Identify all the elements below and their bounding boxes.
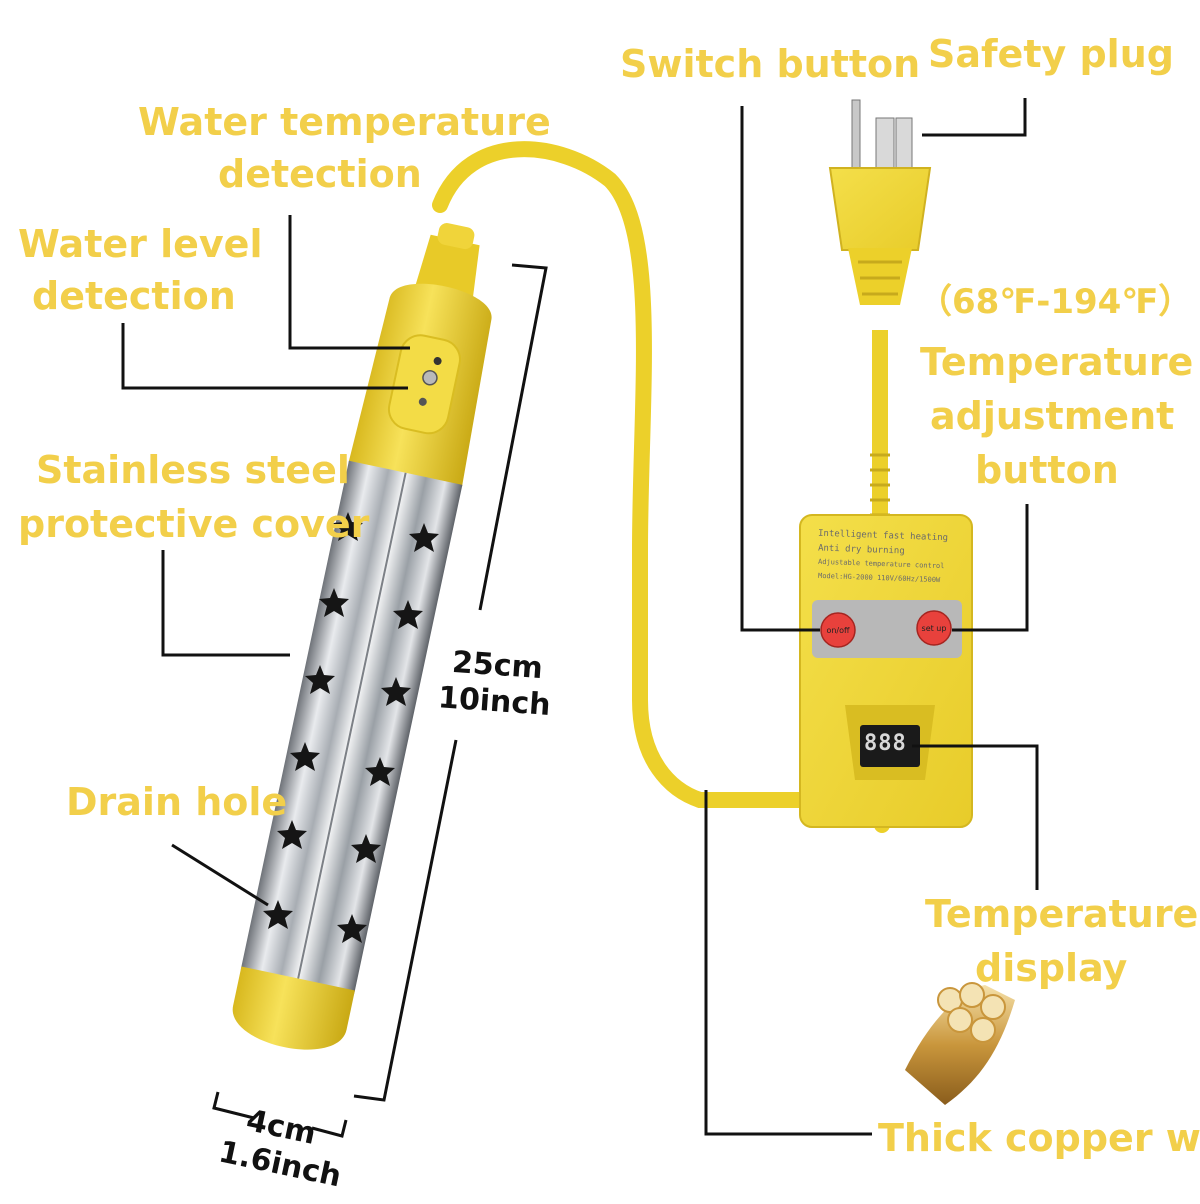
leader-copper-wire — [704, 790, 872, 1136]
drain-hole-star — [319, 588, 349, 617]
label-water-temp-detection-2: detection — [218, 152, 422, 196]
drain-hole-star — [277, 820, 307, 849]
label-temp-adjust-2: adjustment — [930, 394, 1175, 438]
dim-length-bracket-bottom — [353, 739, 458, 1102]
copper-wire-graphic — [905, 982, 1015, 1105]
label-water-temp-detection-1: Water temperature — [138, 100, 551, 144]
drain-hole-star — [381, 677, 411, 706]
label-temp-adjust-3: button — [975, 448, 1119, 492]
drain-hole-star — [305, 665, 335, 694]
leader-safety-plug — [922, 98, 1027, 137]
on-off-button[interactable]: on/off — [826, 626, 850, 635]
label-water-level-detection-1: Water level — [18, 222, 263, 266]
label-temp-display-1: Temperature — [925, 892, 1199, 936]
leader-water-temp — [288, 215, 410, 350]
label-copper-wire: Thick copper wire — [878, 1116, 1200, 1160]
leader-water-level — [121, 323, 408, 390]
leader-drain-hole — [171, 843, 269, 907]
drain-hole-star — [393, 600, 423, 629]
label-temp-display-2: display — [975, 946, 1128, 990]
leader-temp-adjust — [952, 504, 1029, 632]
drain-hole-star — [333, 512, 363, 541]
controller-box — [799, 514, 973, 828]
leader-lines — [121, 98, 1039, 1138]
label-safety-plug: Safety plug — [928, 32, 1174, 76]
label-switch-button: Switch button — [620, 42, 921, 86]
drain-hole-star — [263, 900, 293, 929]
label-stainless-1: Stainless steel — [36, 448, 350, 492]
cord-strain-relief — [870, 453, 890, 517]
dim-length-cm: 25cm — [450, 644, 544, 687]
set-up-button[interactable]: set up — [921, 624, 947, 633]
label-stainless-2: protective cover — [18, 502, 370, 546]
heater-rod — [233, 223, 492, 1050]
leader-stainless — [161, 550, 290, 657]
label-temp-range: （68℉-194℉） — [918, 282, 1193, 322]
drain-hole-star — [290, 742, 320, 771]
drain-hole-star — [337, 914, 367, 943]
label-temp-adjust-1: Temperature — [920, 340, 1194, 384]
dim-width-bracket-right — [311, 1119, 348, 1138]
drain-hole-star — [365, 757, 395, 786]
label-drain-hole: Drain hole — [66, 780, 288, 824]
dim-length-bracket — [478, 263, 548, 611]
dim-length-inch: 10inch — [436, 680, 552, 723]
safety-plug-graphic — [828, 99, 932, 305]
drain-holes — [263, 512, 439, 943]
dim-width-bracket-left — [212, 1091, 255, 1120]
label-water-level-detection-2: detection — [32, 274, 236, 318]
temperature-display-readout: 888 — [864, 731, 907, 756]
leader-temp-display — [912, 744, 1039, 890]
drain-hole-star — [409, 523, 439, 552]
drain-hole-star — [351, 834, 381, 863]
power-cord — [432, 141, 708, 808]
leader-switch — [740, 106, 820, 632]
